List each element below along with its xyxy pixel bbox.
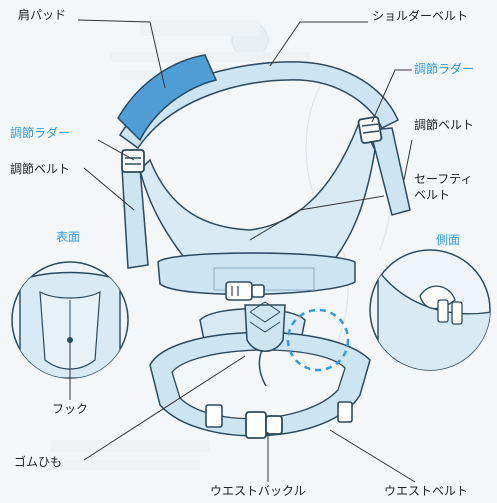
elastic-cord-label: ゴムひも <box>14 455 63 469</box>
ladder-lock-icon <box>357 116 383 144</box>
ladder-lock-icon <box>205 404 223 428</box>
hook-pocket <box>244 301 286 387</box>
waist-belt-label: ウエストベルト <box>384 484 469 498</box>
safety-belt-label-2: ベルト <box>414 188 451 202</box>
shoulder-pad-label: 肩パッド <box>18 8 67 22</box>
carrier-body-panel <box>139 118 376 266</box>
hook-label: フック <box>52 402 89 416</box>
leader-lines <box>69 19 416 483</box>
side-release-buckle-icon <box>225 281 265 301</box>
adjust-ladder-left-label: 調節ラダー <box>10 126 71 140</box>
safety-belt-label-1: セーフティ <box>414 172 473 186</box>
front-view-label: 表面 <box>56 230 81 244</box>
waist-buckle-label: ウエストバックル <box>210 484 306 498</box>
safety-belt <box>157 252 356 296</box>
shoulder-belt-label: ショルダーベルト <box>372 9 469 23</box>
adjust-ladder-right-label: 調節ラダー <box>414 62 475 76</box>
adjust-belt-left-label: 調節ベルト <box>10 162 71 176</box>
front-view-inset <box>11 261 129 379</box>
ladder-lock-icon <box>337 401 353 423</box>
hook-icon <box>67 337 73 343</box>
ladder-lock-icon <box>121 149 145 173</box>
side-view-inset <box>369 249 491 371</box>
shoulder-pad <box>117 54 218 142</box>
right-adjust-belt <box>369 127 411 216</box>
background-sketch <box>50 20 392 470</box>
side-view-label: 側面 <box>436 233 461 247</box>
adjust-belt-right-label: 調節ベルト <box>414 118 475 132</box>
side-release-buckle-icon <box>245 411 283 439</box>
detail-highlight-ring <box>286 308 350 372</box>
